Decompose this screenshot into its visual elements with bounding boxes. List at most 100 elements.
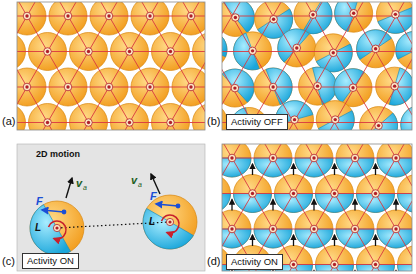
lattice-site (310, 225, 318, 233)
lattice-site-dot (271, 227, 274, 230)
lattice-site-dot (66, 14, 69, 17)
lattice-line (171, 51, 206, 52)
activity-label: Activity OFF (231, 116, 283, 128)
lattice-site (105, 12, 113, 20)
lattice-line (109, 87, 130, 123)
lattice-site (249, 190, 257, 198)
lattice-site (375, 122, 383, 130)
lattice-line (68, 16, 109, 17)
lattice-site-dot (66, 85, 69, 88)
lattice-line (273, 158, 294, 194)
lattice-site (331, 261, 339, 269)
force-origin (176, 204, 181, 209)
lattice-line (171, 52, 192, 88)
lattice-line (48, 52, 69, 88)
velocity-arrow (334, 235, 335, 246)
lattice-line (335, 264, 376, 265)
particle (357, 246, 395, 272)
particle (401, 106, 412, 130)
lattice-line (335, 122, 376, 123)
particle (234, 32, 272, 70)
lattice-site (310, 154, 318, 162)
lattice-site (291, 116, 299, 124)
particle-center (53, 224, 60, 231)
lattice-site-dot (393, 84, 396, 87)
velocity-subscript: a (83, 184, 87, 191)
lattice-line (17, 123, 27, 131)
lattice-site-dot (374, 192, 377, 195)
lattice-site-dot (292, 192, 295, 195)
particle (295, 144, 333, 177)
lattice-line (314, 229, 355, 230)
lattice-site (351, 154, 359, 162)
lattice-site-dot (148, 14, 151, 17)
lattice-line (17, 122, 48, 123)
lattice-line (396, 87, 412, 123)
lattice-line (222, 51, 253, 52)
lattice-line (314, 16, 335, 52)
lattice-line (27, 87, 48, 123)
lattice-site (269, 83, 277, 91)
lattice-line (130, 51, 171, 52)
lattice-line (27, 87, 68, 88)
lattice-line (109, 87, 150, 88)
lattice-site-dot (292, 263, 295, 266)
lattice-line (150, 16, 171, 52)
lattice-site (23, 83, 31, 91)
lattice-site (329, 49, 337, 57)
lattice-site-dot (271, 156, 274, 159)
panel-letter: (c) (2, 256, 15, 267)
lattice-site (309, 11, 317, 19)
velocity-arrow (293, 164, 294, 175)
lattice-site (232, 14, 240, 22)
lattice-line (335, 194, 356, 230)
lattice-line (355, 158, 396, 159)
lattice-line (150, 52, 171, 88)
lattice-line (376, 51, 413, 52)
lattice-site-dot (189, 14, 192, 17)
particle (336, 144, 374, 177)
lattice-site (228, 225, 236, 233)
particle (316, 246, 354, 272)
particle (131, 2, 169, 35)
lattice-line (273, 87, 314, 88)
lattice-site-dot (374, 47, 377, 50)
particle (376, 2, 412, 33)
lattice-line (48, 16, 69, 52)
lattice-line (294, 51, 335, 52)
lattice-line (355, 229, 396, 230)
lattice-line (130, 52, 151, 88)
lattice-site (392, 225, 400, 233)
lattice-site (64, 83, 72, 91)
lattice-site-dot (272, 18, 275, 21)
lattice-line (273, 2, 294, 16)
lattice-site (146, 12, 154, 20)
lattice-site-dot (230, 156, 233, 159)
lattice-line (253, 51, 294, 52)
lattice-panel (222, 2, 412, 130)
lattice-line (294, 158, 315, 194)
lattice-line (396, 52, 412, 88)
lattice-site-dot (233, 86, 236, 89)
lattice-site (392, 11, 400, 19)
lattice-line (314, 158, 355, 159)
lattice-site-dot (189, 85, 192, 88)
force-arrow (42, 210, 64, 212)
lattice-line (355, 158, 376, 194)
lattice-site (290, 261, 298, 269)
lattice-site-dot (251, 192, 254, 195)
lattice-line (191, 87, 205, 123)
activity-box: Activity OFF (226, 114, 288, 130)
lattice-line (222, 158, 232, 194)
lattice-site (126, 119, 134, 127)
lattice-line (27, 52, 48, 88)
lattice-line (273, 52, 294, 88)
lattice-line (355, 52, 376, 88)
particle-center (166, 218, 173, 225)
particle (254, 144, 292, 177)
velocity-arrow (66, 178, 72, 198)
lattice-line (150, 16, 191, 17)
particle (314, 34, 352, 72)
lattice-site-dot (230, 227, 233, 230)
activity-label: Activity ON (231, 256, 278, 268)
